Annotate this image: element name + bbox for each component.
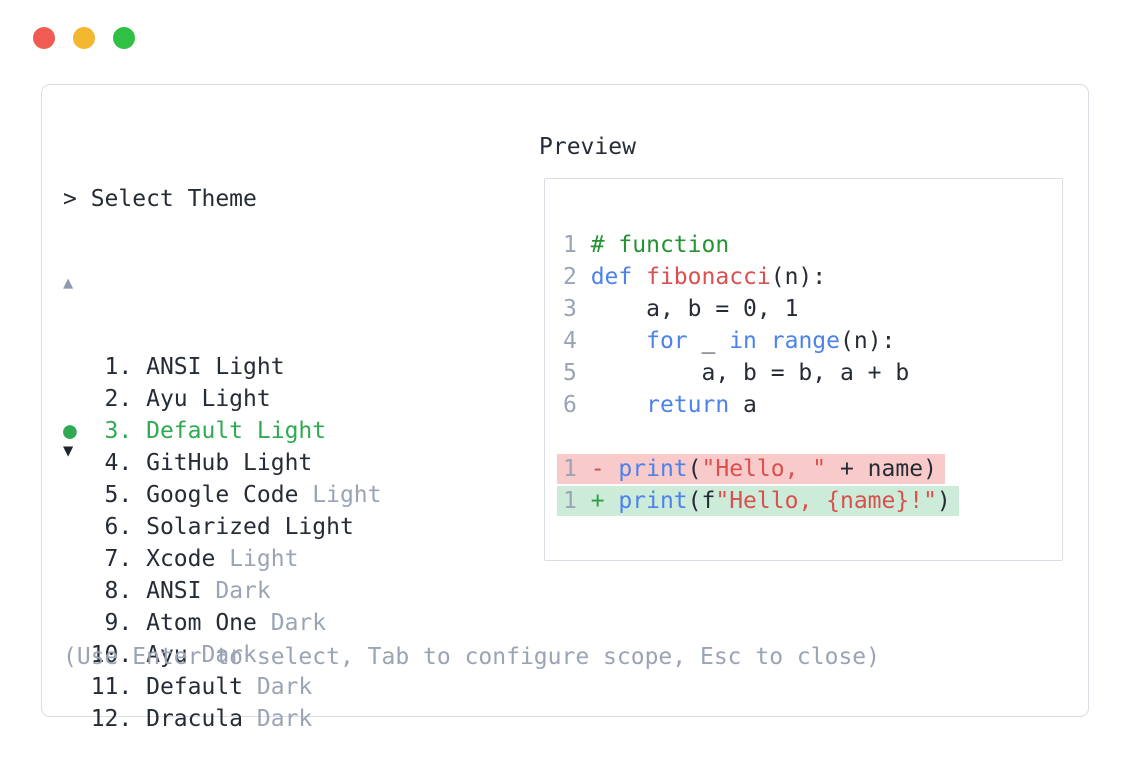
marker-spacer bbox=[63, 482, 91, 508]
close-button[interactable] bbox=[33, 27, 55, 49]
minimize-button[interactable] bbox=[73, 27, 95, 49]
code-line: 5 a, b = b, a + b bbox=[563, 360, 910, 386]
code-line: 4 for _ in range(n): bbox=[563, 328, 896, 354]
marker-spacer bbox=[63, 514, 91, 540]
theme-variant: Dark bbox=[256, 706, 313, 732]
theme-variant: Light bbox=[215, 354, 285, 380]
code-line: 6 return a bbox=[563, 392, 757, 418]
theme-item-1[interactable]: 1. ANSI Light bbox=[63, 351, 382, 383]
theme-variant: Light bbox=[229, 546, 299, 572]
theme-variant: Dark bbox=[215, 578, 271, 604]
keyboard-hint: (Use Enter to select, Tab to configure s… bbox=[63, 644, 880, 670]
theme-item-8[interactable]: 8. ANSI Dark bbox=[63, 575, 382, 607]
theme-selector: > Select Theme ▲ 1. ANSI Light 2. Ayu Li… bbox=[63, 131, 382, 732]
diff-line-del: 1 - print("Hello, " + name) bbox=[557, 453, 959, 485]
theme-item-11[interactable]: 11. Default Dark bbox=[63, 671, 382, 703]
code-line: 1 # function bbox=[563, 232, 730, 258]
theme-selector-panel: > Select Theme ▲ 1. ANSI Light 2. Ayu Li… bbox=[41, 84, 1089, 732]
theme-variant: Light bbox=[284, 514, 354, 540]
marker-spacer bbox=[63, 354, 91, 380]
code-line: 2 def fibonacci(n): bbox=[563, 264, 827, 290]
theme-item-6[interactable]: 6. Solarized Light bbox=[63, 511, 382, 543]
zoom-button[interactable] bbox=[113, 27, 135, 49]
theme-item-9[interactable]: 9. Atom One Dark bbox=[63, 607, 382, 639]
theme-item-12[interactable]: 12. Dracula Dark bbox=[63, 703, 382, 735]
scroll-up-icon[interactable]: ▲ bbox=[63, 273, 74, 293]
theme-item-2[interactable]: 2. Ayu Light bbox=[63, 383, 382, 415]
theme-variant: Dark bbox=[270, 610, 327, 636]
preview-pane: 1 # function 2 def fibonacci(n): 3 a, b = … bbox=[544, 178, 1063, 561]
code-preview: 1 # function 2 def fibonacci(n): 3 a, b = … bbox=[557, 229, 959, 517]
code-line bbox=[563, 421, 959, 453]
marker-spacer bbox=[63, 546, 91, 572]
diff-line-add: 1 + print(f"Hello, {name}!") bbox=[557, 485, 959, 517]
theme-list: 1. ANSI Light 2. Ayu Light ● 3. Default L… bbox=[63, 351, 382, 732]
theme-variant: Light bbox=[312, 482, 382, 508]
theme-variant: Light bbox=[243, 450, 313, 476]
scroll-down-icon[interactable]: ▼ bbox=[63, 441, 74, 461]
theme-item-5[interactable]: 5. Google Code Light bbox=[63, 479, 382, 511]
select-theme-prompt: > Select Theme bbox=[63, 186, 257, 212]
theme-item-7[interactable]: 7. Xcode Light bbox=[63, 543, 382, 575]
marker-spacer bbox=[63, 706, 91, 732]
window-controls bbox=[33, 27, 135, 49]
theme-item-3[interactable]: ● 3. Default Light bbox=[63, 418, 327, 444]
preview-title: Preview bbox=[539, 134, 636, 160]
marker-spacer bbox=[63, 610, 91, 636]
marker-spacer bbox=[63, 674, 91, 700]
theme-variant: Light bbox=[201, 386, 271, 412]
theme-item-10[interactable]: 10. Ayu Dark bbox=[63, 639, 382, 671]
marker-spacer bbox=[63, 386, 91, 412]
code-line: 3 a, b = 0, 1 bbox=[563, 296, 799, 322]
diff-highlight-add: 1 + print(f"Hello, {name}!") bbox=[557, 486, 959, 516]
theme-variant: Dark bbox=[256, 674, 313, 700]
marker-spacer bbox=[63, 578, 91, 604]
theme-item-4[interactable]: 4. GitHub Light bbox=[63, 447, 382, 479]
theme-variant: Dark bbox=[201, 642, 257, 668]
theme-variant: Light bbox=[256, 418, 327, 444]
diff-highlight-del: 1 - print("Hello, " + name) bbox=[557, 454, 945, 484]
